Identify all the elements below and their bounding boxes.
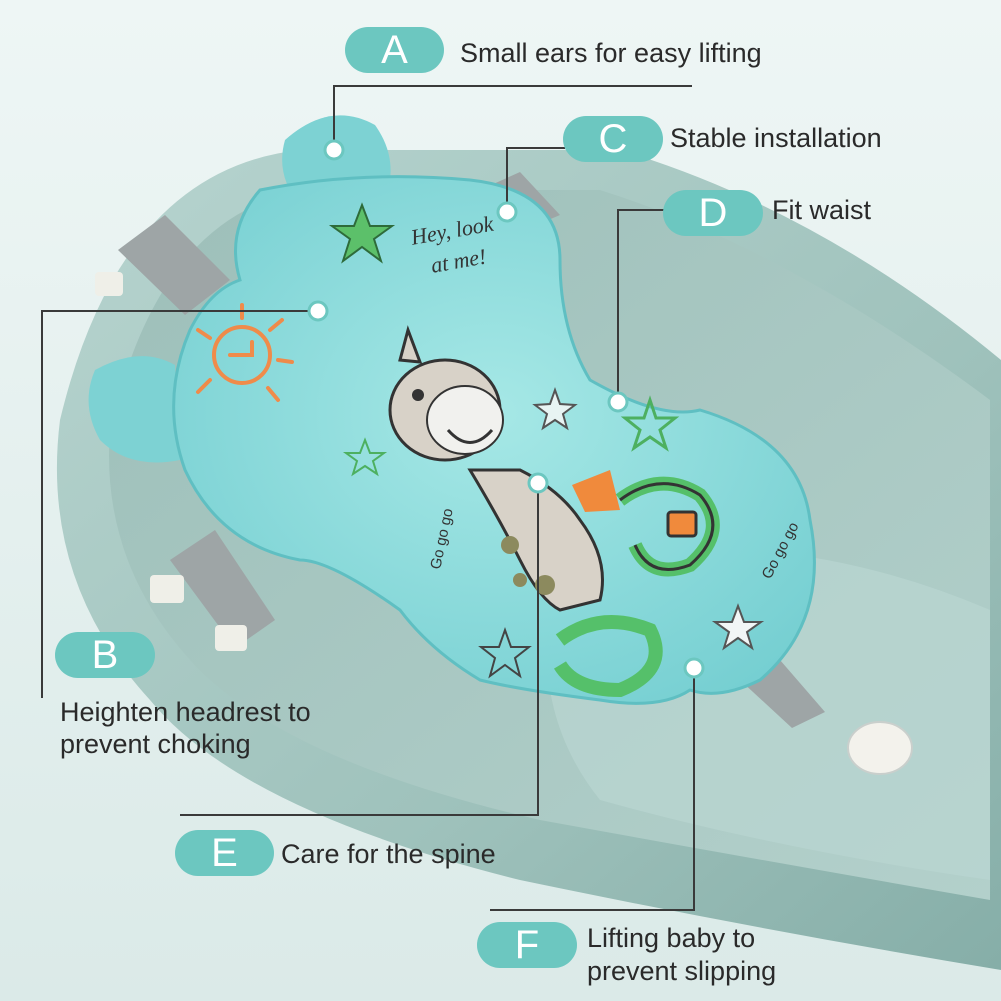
leader-e — [180, 483, 539, 816]
callout-f-badge: F — [477, 922, 577, 968]
green-star — [328, 202, 396, 264]
dot-d — [607, 391, 629, 413]
dot-b — [307, 300, 329, 322]
leader-b — [41, 310, 318, 698]
top-left-strap — [118, 215, 230, 315]
bottom-left-strap — [170, 530, 275, 648]
callout-f-text-line1: Lifting baby to — [587, 923, 756, 953]
dot-f — [683, 657, 705, 679]
callout-c-text: Stable installation — [670, 123, 882, 153]
dot-c — [496, 201, 518, 223]
leader-d — [617, 209, 665, 402]
dot-a — [323, 139, 345, 161]
giraffe-illustration — [388, 325, 620, 612]
callout-d-badge: D — [663, 190, 763, 236]
callout-b-text-line2: prevent choking — [60, 729, 251, 759]
callout-a-badge: A — [345, 27, 444, 73]
dot-e — [527, 472, 549, 494]
callout-b-text-line1: Heighten headrest to — [60, 697, 311, 727]
callout-f-text-line2: prevent slipping — [587, 956, 777, 986]
callout-b-badge: B — [55, 632, 155, 678]
leader-c — [506, 147, 565, 212]
side-ear — [88, 356, 180, 463]
drain-plug — [847, 721, 913, 775]
callout-a-text: Small ears for easy lifting — [460, 38, 762, 68]
callout-d-text: Fit waist — [772, 195, 872, 225]
callout-c-badge: C — [563, 116, 663, 162]
callout-e-badge: E — [175, 830, 274, 876]
leader-f — [490, 668, 695, 911]
bike-illustration — [553, 476, 720, 698]
leader-a — [333, 85, 692, 150]
callout-e-text: Care for the spine — [281, 839, 496, 869]
